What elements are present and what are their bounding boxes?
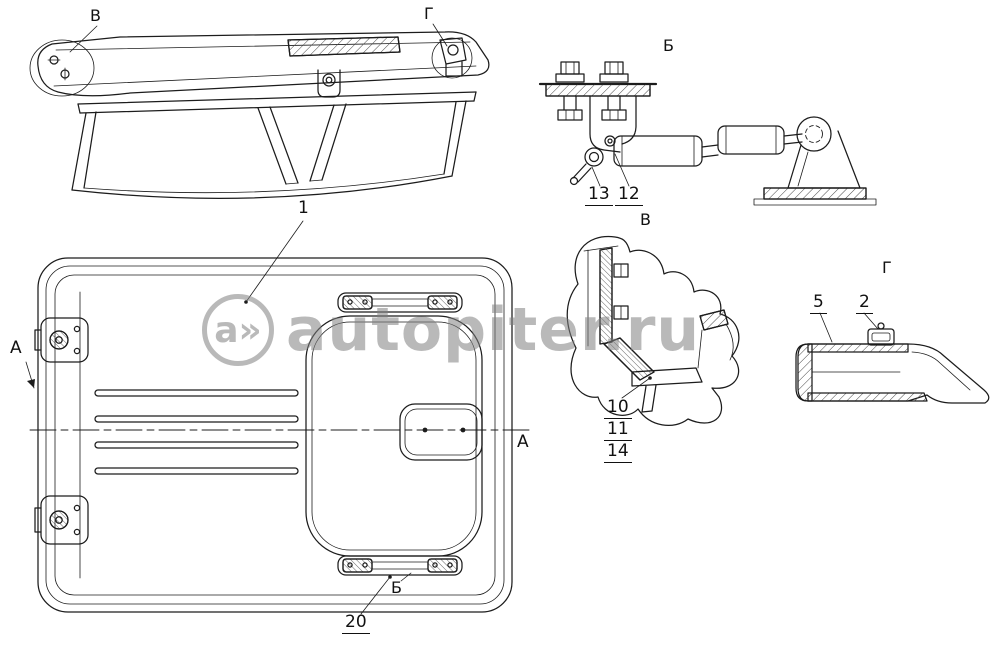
detail-v-drawing (566, 235, 740, 427)
callout-10: 10 (604, 399, 632, 419)
callout-1: 1 (298, 198, 309, 218)
bolt-left (555, 61, 585, 121)
detail-b-title: Б (663, 36, 674, 55)
gas-strut (613, 125, 803, 167)
hinge-strip-bottom (337, 555, 463, 576)
section-label-a-left: А (10, 338, 22, 358)
hood-left-bracket-bottom (34, 495, 89, 545)
detail-g-drawing (795, 312, 990, 404)
detail-g-marker-circle (431, 37, 473, 79)
detail-v-title: В (640, 210, 651, 229)
hinge-strip-top (337, 292, 463, 313)
bolt-right (599, 61, 629, 121)
callout-20: 20 (342, 614, 370, 634)
hood-left-bracket-top (34, 317, 89, 363)
hood-opening (305, 315, 483, 557)
view-label-g-top: Г (424, 4, 434, 23)
callout-12: 12 (615, 186, 643, 206)
latch-recess (399, 403, 483, 461)
windshield-frame (71, 91, 477, 199)
view-label-v-top: В (90, 6, 101, 25)
detail-v-marker-circle (29, 39, 95, 97)
corrugated-strip-item14 (603, 337, 655, 381)
pivot-mount (753, 116, 877, 206)
channel-bolts (611, 260, 629, 323)
section-blob-outline (566, 235, 740, 427)
callout-13: 13 (585, 186, 613, 206)
section-label-a-right: А (517, 432, 529, 452)
callout-2: 2 (856, 294, 873, 314)
callout-11: 11 (604, 421, 632, 441)
stiffening-ribs (94, 389, 299, 475)
front-panel-assembly-view (29, 23, 490, 199)
right-end-bracket (439, 37, 467, 77)
hinge-ref-label-b: Б (391, 578, 402, 597)
latch-housing-outline (795, 343, 990, 404)
clevis-bracket (589, 95, 637, 153)
callout-14: 14 (604, 443, 632, 463)
callout-5: 5 (810, 294, 827, 314)
clamp-item2 (867, 322, 895, 346)
detail-g-title: Г (882, 258, 892, 277)
hood-top-view-drawing (25, 220, 535, 615)
hood-outline (37, 257, 513, 613)
ring-clamp-item13 (569, 147, 604, 186)
detail-b-drawing (538, 61, 877, 206)
support-bracket (631, 367, 703, 413)
